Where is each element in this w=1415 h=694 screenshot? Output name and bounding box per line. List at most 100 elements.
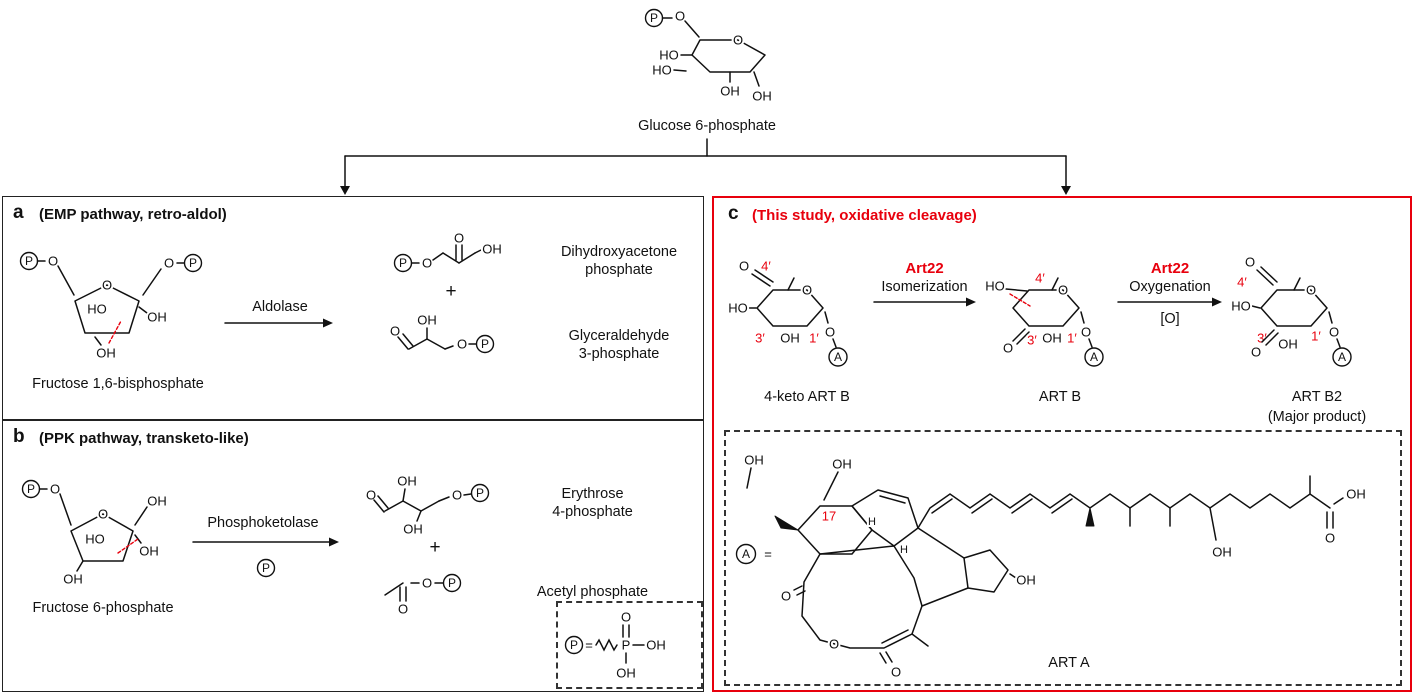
art-b-label: ART B (1038, 389, 1082, 405)
art-a-label: ART A (1048, 655, 1090, 671)
reaction-arrow (1117, 297, 1222, 307)
atom-label: O (48, 254, 58, 269)
art-a-box: OH A = OH 17 H H O O O (724, 430, 1402, 686)
atom-label: OH (1042, 331, 1062, 346)
atom-label: OH (397, 474, 417, 489)
fructose-16-bisphosphate-label: Fructose 1,6-bisphosphate (32, 376, 204, 392)
atom-label: O (1058, 283, 1068, 298)
position-label: 1′ (809, 331, 819, 346)
phosphate-cofactor-symbol: P (256, 558, 276, 578)
position-label: 4′ (761, 259, 771, 274)
dihydroxyacetone-phosphate-structure: P O O OH (393, 229, 504, 273)
g3p-label-line1: Glyceraldehyde (568, 328, 670, 344)
atom-label: OH (616, 666, 636, 681)
position-label: 1′ (1067, 331, 1077, 346)
atom-label: OH (403, 522, 423, 537)
atom-label: O (422, 256, 432, 271)
atom-label: O (739, 259, 749, 274)
fructose-16-bisphosphate-structure: P O O HO OH OH O P (19, 252, 203, 363)
reaction-arrow (224, 318, 333, 328)
art-b-structure: O HO 4′ O 3′ OH 1′ O A (983, 269, 1104, 367)
fructose-6-phosphate-structure: P O O OH HO OH OH (21, 480, 169, 589)
atom-label: O (891, 665, 901, 680)
branch-connector-arrows (340, 138, 1071, 195)
atom-label: O (1329, 325, 1339, 340)
atom-label: OH (417, 313, 437, 328)
dhap-label-line2: phosphate (585, 262, 653, 278)
atom-label: OH (147, 310, 167, 325)
circled-p-symbol: P (399, 256, 407, 270)
stereo-h-label: H (900, 544, 908, 556)
atom-label: O (829, 637, 839, 652)
art-b2-label: ART B2 (1291, 389, 1343, 405)
equals-sign: = (585, 638, 593, 653)
atom-label: HO (87, 302, 107, 317)
position-label: 17 (822, 509, 836, 524)
atom-label: O (825, 325, 835, 340)
atom-label: OH (139, 544, 159, 559)
circled-p-symbol: P (262, 561, 270, 575)
art-a-structure: OH A = OH 17 H H O O O (735, 451, 1368, 682)
art-b2-structure: O O 4′ HO 3′ O OH 1′ O A (1229, 253, 1352, 367)
circled-p-symbol: P (570, 638, 578, 652)
art22-label: Art22 (905, 260, 944, 277)
atom-label: O (98, 507, 108, 522)
circled-p-symbol: P (25, 254, 33, 268)
atom-label: HO (659, 48, 679, 63)
panel-c-title: (This study, oxidative cleavage) (752, 207, 977, 224)
art-b2-sublabel: (Major product) (1267, 409, 1367, 425)
position-label: 3′ (1257, 331, 1267, 346)
panel-b-title: (PPK pathway, transketo-like) (39, 430, 249, 447)
atom-label: OH (63, 572, 83, 587)
circled-a-symbol: A (1338, 350, 1346, 364)
atom-label: O (1245, 255, 1255, 270)
acetyl-phosphate-label: Acetyl phosphate (536, 584, 649, 600)
atom-label: OH (744, 453, 764, 468)
position-label: 3′ (755, 331, 765, 346)
position-label: 4′ (1237, 275, 1247, 290)
circled-p-symbol: P (27, 482, 35, 496)
position-label: 1′ (1311, 329, 1321, 344)
atom-label: OH (147, 494, 167, 509)
atom-label: O (457, 337, 467, 352)
glyceraldehyde-3-phosphate-structure: O OH O P (388, 311, 495, 354)
atom-label: O (1306, 283, 1316, 298)
atom-label: O (398, 602, 408, 617)
panel-b: b (PPK pathway, transketo-like) P O O OH… (2, 420, 704, 692)
circled-p-symbol: P (650, 11, 658, 25)
atom-label: O (781, 589, 791, 604)
atom-label: O (164, 256, 174, 271)
glucose-6-phosphate-label: Glucose 6-phosphate (638, 118, 776, 134)
atom-label: OH (720, 84, 740, 99)
glucose-6-phosphate-structure: P O O HO HO OH OH (644, 7, 774, 106)
art22-label: Art22 (1150, 260, 1190, 277)
aldolase-label: Aldolase (252, 299, 308, 315)
atom-label: OH (780, 331, 800, 346)
g3p-label-line2: 3-phosphate (578, 346, 660, 362)
circled-p-symbol: P (448, 576, 456, 590)
circled-p-symbol: P (476, 486, 484, 500)
acetyl-phosphate-structure: O O P (384, 574, 462, 619)
atom-label: O (802, 283, 812, 298)
isomerization-label: Isomerization (881, 279, 968, 295)
atom-label: O (1325, 531, 1335, 546)
atom-label: O (621, 610, 631, 625)
atom-label: HO (985, 279, 1005, 294)
erythrose-4-phosphate-structure: O OH OH O P (364, 472, 490, 539)
atom-label: OH (1346, 487, 1366, 502)
atom-label: O (675, 9, 685, 24)
atom-label: O (452, 488, 462, 503)
4-keto-art-b-structure: O O 4′ HO 3′ OH 1′ O A (726, 257, 848, 367)
stereo-h-label: H (868, 516, 876, 528)
phosphoketolase-label: Phosphoketolase (207, 515, 319, 531)
e4p-label-line2: 4-phosphate (552, 504, 633, 520)
atom-label: O (454, 231, 464, 246)
4-keto-art-b-label: 4-keto ART B (764, 389, 850, 405)
atom-label: OH (1278, 337, 1298, 352)
atom-label: O (390, 324, 400, 339)
atom-label: HO (652, 63, 672, 78)
atom-label: OH (1016, 573, 1036, 588)
panel-b-letter: b (13, 426, 25, 447)
panel-c-letter: c (728, 203, 739, 224)
panel-a-title: (EMP pathway, retro-aldol) (39, 206, 227, 223)
